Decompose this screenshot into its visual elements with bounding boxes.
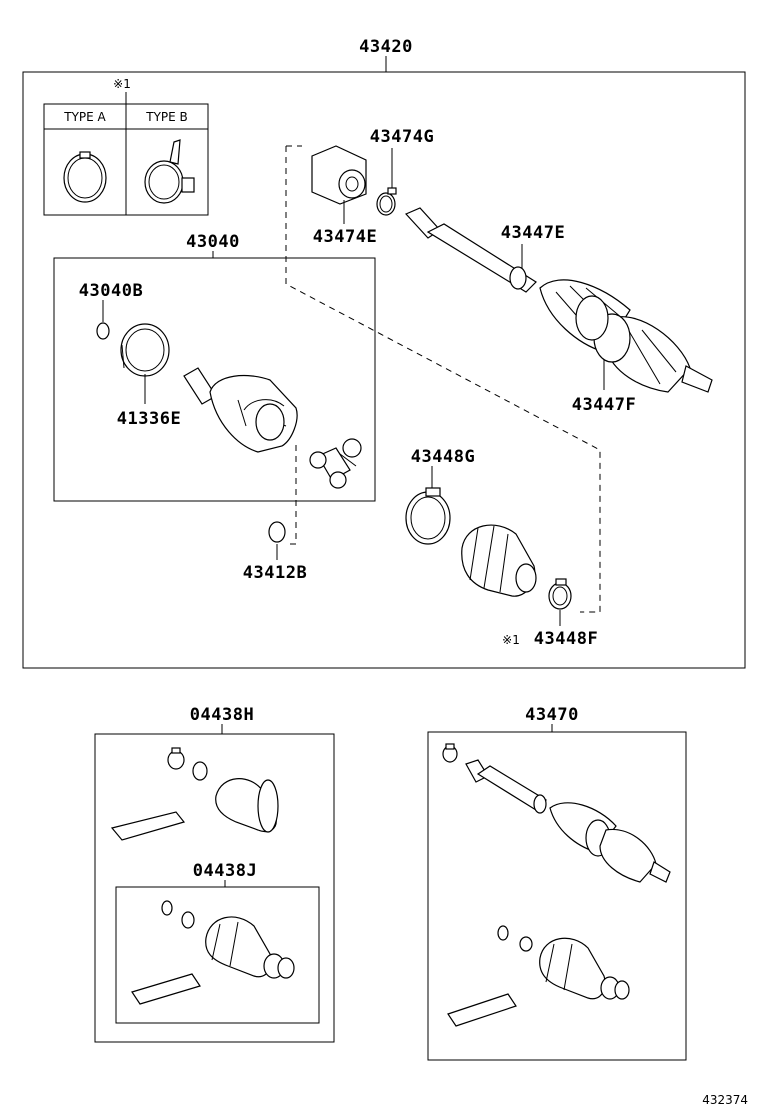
assembly-43470-shaft-icon — [442, 743, 671, 883]
damper-43474E-icon — [311, 145, 367, 205]
label-43470[interactable]: 43470 — [525, 705, 579, 725]
kit-04438J-contents-icon — [131, 900, 295, 1005]
label-43448G[interactable]: 43448G — [411, 447, 475, 467]
clamp-43474G-icon — [376, 187, 397, 216]
clamp-type-a-icon — [63, 151, 107, 203]
type-b-label: TYPE B — [145, 110, 188, 124]
reference-number: 432374 — [702, 1093, 748, 1107]
clamp-43448G-icon — [405, 487, 451, 545]
ring-41336E-icon — [120, 323, 170, 377]
label-43474G[interactable]: 43474G — [370, 127, 434, 147]
tripod-joint-icon — [309, 438, 362, 489]
snap-ring-43412B-icon — [268, 521, 286, 543]
clamp-43447F-icon — [575, 295, 631, 363]
assembly-43470-frame — [427, 731, 687, 1061]
label-43474E[interactable]: 43474E — [313, 227, 377, 247]
clamp-type-b-icon — [144, 139, 195, 204]
assembly-43470-boot-icon — [447, 925, 630, 1027]
clamp-type-table: TYPE A TYPE B — [43, 103, 209, 216]
label-43412B[interactable]: 43412B — [243, 563, 307, 583]
dashed-43412B — [287, 445, 297, 545]
label-04438H[interactable]: 04438H — [190, 705, 254, 725]
label-43040B[interactable]: 43040B — [79, 281, 143, 301]
label-04438J[interactable]: 04438J — [193, 861, 257, 881]
boot-inboard-icon — [461, 524, 537, 597]
label-41336E[interactable]: 41336E — [117, 409, 181, 429]
dashed-group-outline — [285, 146, 601, 613]
note-marker-top: ※1 — [113, 77, 131, 91]
note-marker-43448F: ※1 — [502, 633, 520, 647]
subassembly-43040-frame — [53, 257, 376, 502]
label-43420[interactable]: 43420 — [359, 37, 413, 57]
type-a-label: TYPE A — [63, 110, 106, 124]
label-43040[interactable]: 43040 — [186, 232, 240, 252]
kit-04438J-frame — [115, 886, 320, 1024]
inboard-joint-icon — [183, 367, 298, 453]
kit-04438H-frame — [94, 733, 335, 1043]
label-43447F[interactable]: 43447F — [572, 395, 636, 415]
clamp-43448F-icon — [548, 578, 572, 610]
label-43447E[interactable]: 43447E — [501, 223, 565, 243]
label-43448F[interactable]: 43448F — [534, 629, 598, 649]
assembly-43420-frame — [22, 71, 746, 669]
snap-ring-43040B-icon — [96, 322, 110, 340]
kit-04438H-contents-icon — [110, 747, 279, 841]
